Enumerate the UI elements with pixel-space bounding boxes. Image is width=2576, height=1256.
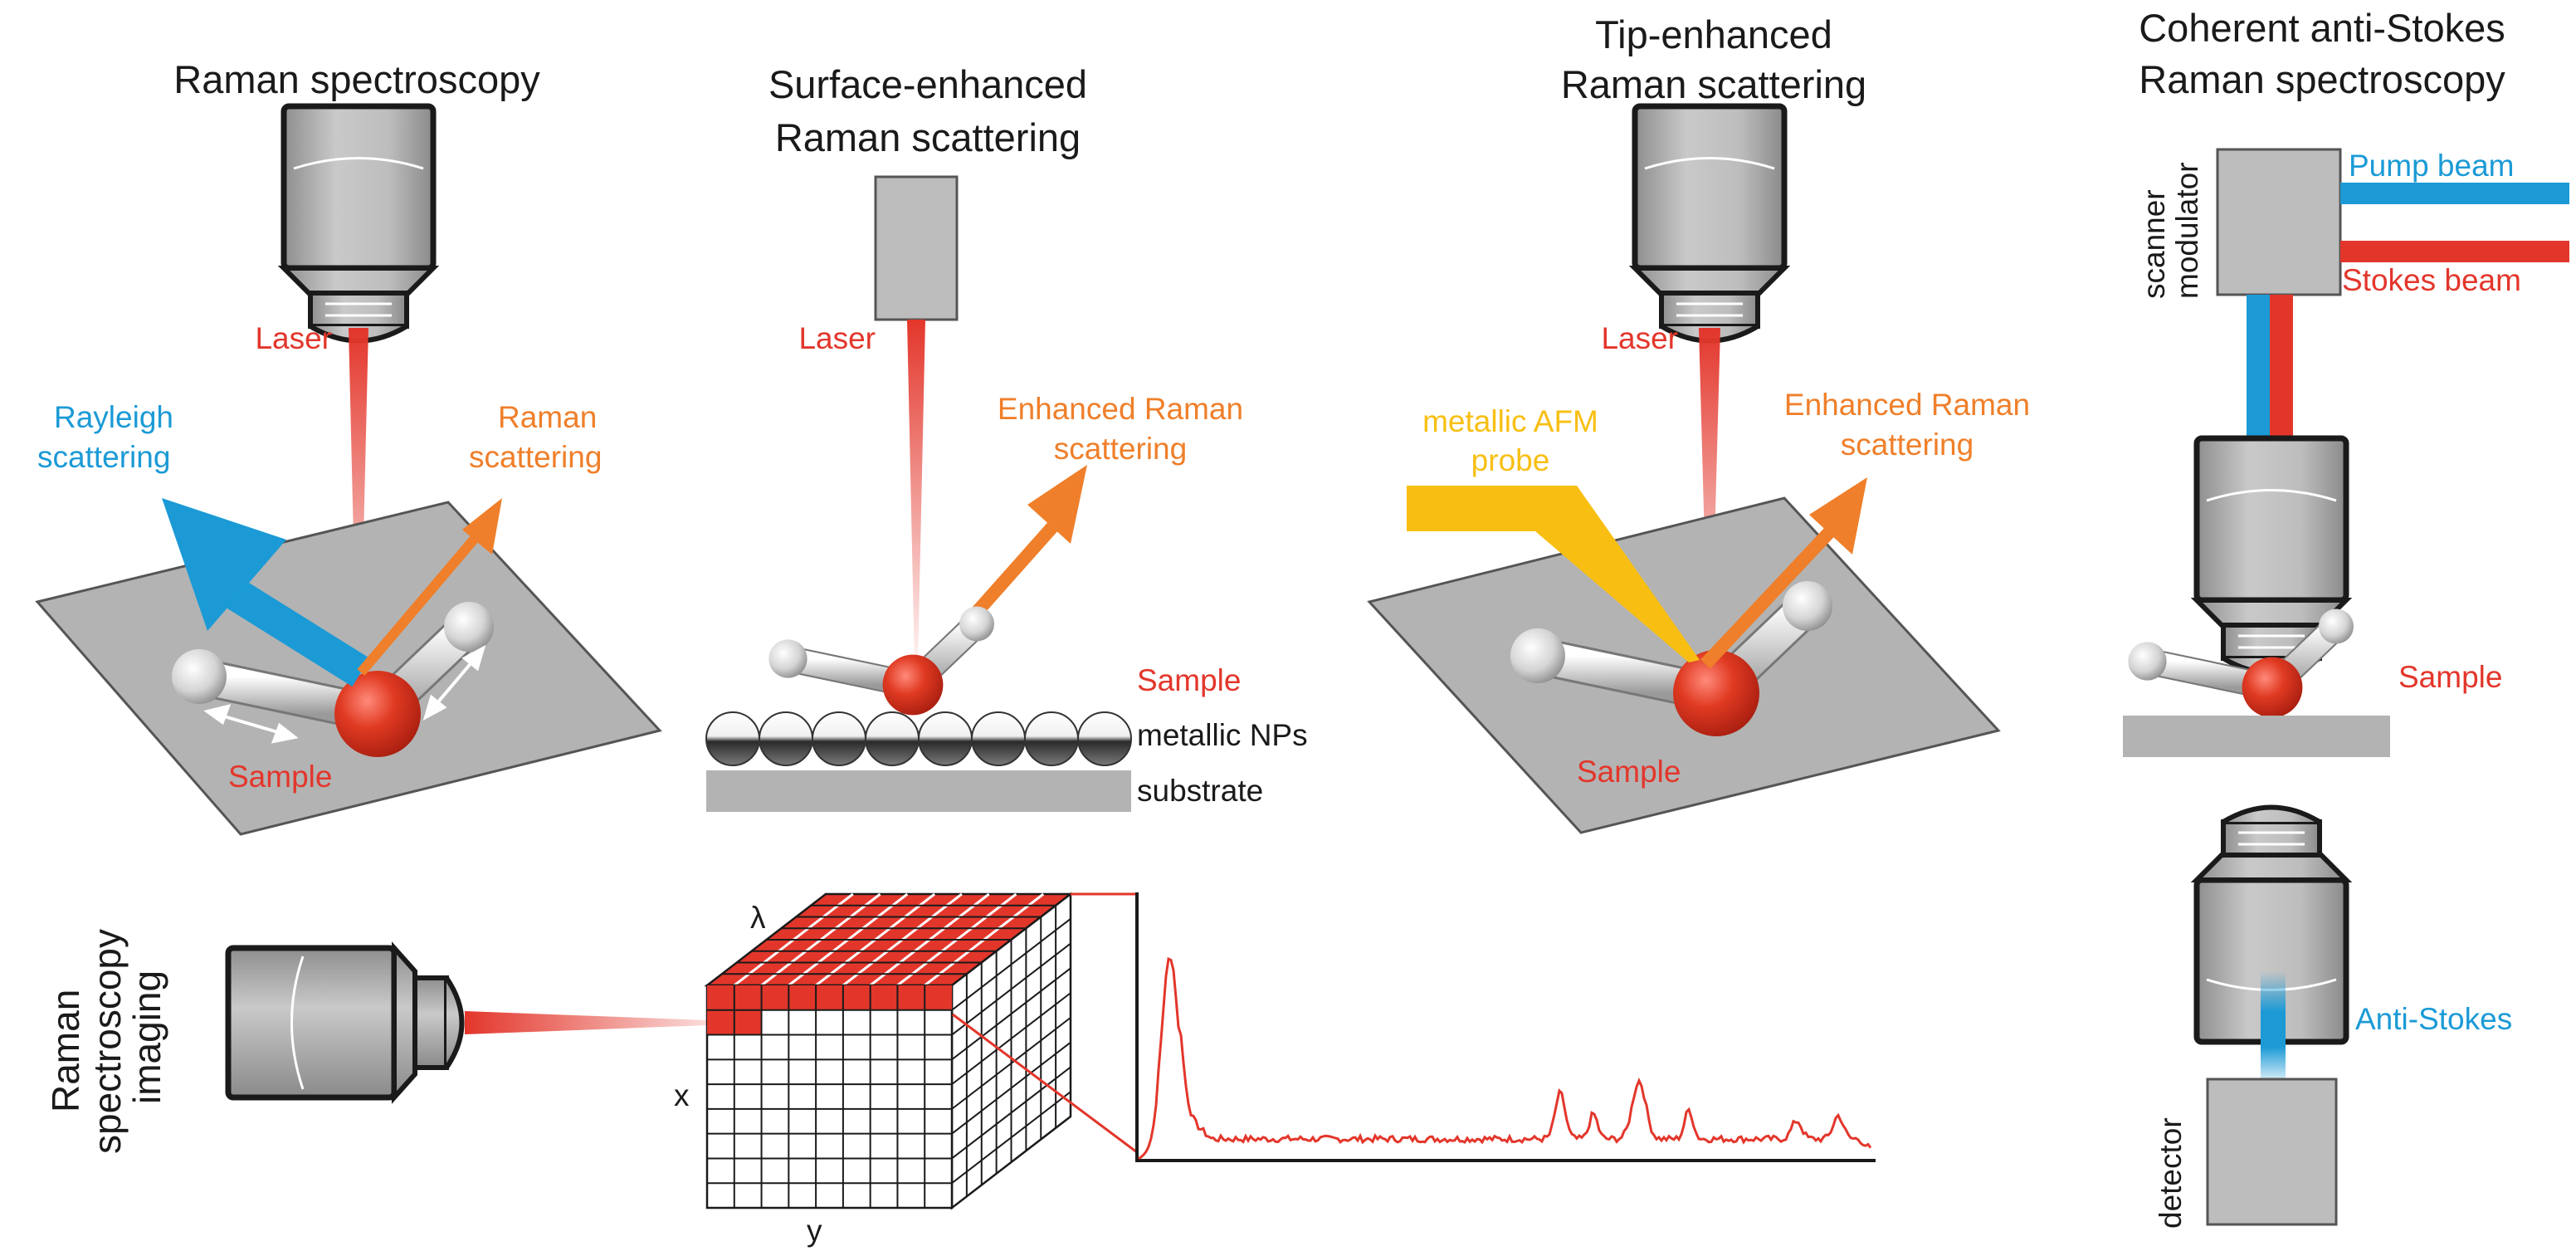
ters-enhanced-label-1: Enhanced Raman xyxy=(1784,388,2030,422)
microscope-objective-icon xyxy=(225,941,465,1104)
panel-sers: Surface-enhanced Raman scattering Laser … xyxy=(705,62,1308,812)
cars-sample-slide xyxy=(2123,716,2390,757)
zoom-line-bottom xyxy=(952,1013,1138,1154)
ters-enhanced-label-2: scattering xyxy=(1841,428,1973,462)
detector-label: detector xyxy=(2154,1117,2188,1229)
microscope-objective-icon xyxy=(284,106,433,341)
ters-laser-label: Laser xyxy=(1601,321,1678,355)
scanner-modulator-box xyxy=(2216,148,2342,296)
panel-ters: Tip-enhanced Raman scattering Laser meta… xyxy=(1367,12,2030,834)
sers-laser-source xyxy=(874,175,959,321)
imaging-label-1: Raman xyxy=(44,990,87,1112)
ters-laser-beam xyxy=(1699,328,1720,664)
cars-sample-label: Sample xyxy=(2398,660,2502,694)
sers-enhanced-label-1: Enhanced Raman xyxy=(998,392,1243,426)
imaging-label-3: imaging xyxy=(125,970,168,1104)
cube-x-label: x xyxy=(674,1078,690,1112)
raman-laser-label: Laser xyxy=(255,321,332,355)
sers-laser-beam xyxy=(907,320,925,664)
sers-enhanced-label-2: scattering xyxy=(1054,432,1187,466)
panel-raman: Raman spectroscopy Laser Rayleigh scatte… xyxy=(35,57,662,836)
anti-stokes-beam xyxy=(2261,971,2286,1087)
cars-title-1: Coherent anti-Stokes xyxy=(2139,6,2505,50)
detector-box xyxy=(2206,1078,2338,1226)
raman-arrow-icon xyxy=(357,498,502,676)
ters-title-1: Tip-enhanced xyxy=(1595,12,1832,56)
sers-sample-label: Sample xyxy=(1137,663,1241,697)
ters-title-2: Raman scattering xyxy=(1561,62,1866,106)
vibration-arrows xyxy=(203,644,486,744)
stokes-beam-label: Stokes beam xyxy=(2342,263,2521,297)
panel-imaging: Raman spectroscopy imaging λ x y xyxy=(44,892,1876,1248)
sers-title-1: Surface-enhanced xyxy=(768,62,1087,106)
raman-scattering-label-2: scattering xyxy=(469,440,602,474)
sers-laser-label: Laser xyxy=(798,321,876,355)
ters-probe-label-2: probe xyxy=(1471,443,1550,477)
metallic-nanoparticles xyxy=(705,711,1132,766)
cars-scanner-label-1: scanner xyxy=(2137,189,2171,299)
pump-beam-vertical xyxy=(2247,295,2270,444)
stokes-beam xyxy=(2340,241,2569,262)
cars-title-2: Raman spectroscopy xyxy=(2139,57,2505,101)
sers-substrate-label: substrate xyxy=(1137,774,1263,808)
ters-sample-label: Sample xyxy=(1577,755,1681,789)
afm-probe-icon xyxy=(1407,486,1700,662)
imaging-label-2: spectroscopy xyxy=(85,929,129,1154)
rayleigh-arrow-icon xyxy=(162,498,370,687)
anti-stokes-label: Anti-Stokes xyxy=(2355,1002,2512,1036)
sers-nps-label: metallic NPs xyxy=(1137,718,1308,752)
pump-beam-label: Pump beam xyxy=(2349,149,2515,183)
raman-spectrum-line xyxy=(1138,956,1872,1161)
sers-substrate xyxy=(706,770,1131,812)
ters-probe-label-1: metallic AFM xyxy=(1422,404,1598,438)
cube-lambda-label: λ xyxy=(750,901,766,935)
cars-scanner-label-2: modulator xyxy=(2170,162,2204,299)
pump-beam xyxy=(2340,183,2569,204)
raman-scattering-label-1: Raman xyxy=(498,400,597,434)
microscope-objective-icon xyxy=(1635,106,1784,341)
panel-cars: Coherent anti-Stokes Raman spectroscopy … xyxy=(2123,6,2569,1229)
cube-y-label: y xyxy=(807,1214,822,1248)
raman-laser-beam xyxy=(349,328,368,681)
rayleigh-label-2: scattering xyxy=(37,440,170,474)
sers-title-2: Raman scattering xyxy=(775,115,1081,159)
raman-title: Raman spectroscopy xyxy=(173,57,540,101)
imaging-laser-beam xyxy=(465,1011,730,1034)
ters-arrow-icon xyxy=(1700,477,1867,669)
hyperspectral-data-cube xyxy=(704,892,1074,1210)
stokes-beam-vertical xyxy=(2270,295,2293,444)
rayleigh-label-1: Rayleigh xyxy=(54,400,173,434)
raman-sample-label: Sample xyxy=(228,760,332,794)
water-molecule-icon xyxy=(768,607,994,716)
